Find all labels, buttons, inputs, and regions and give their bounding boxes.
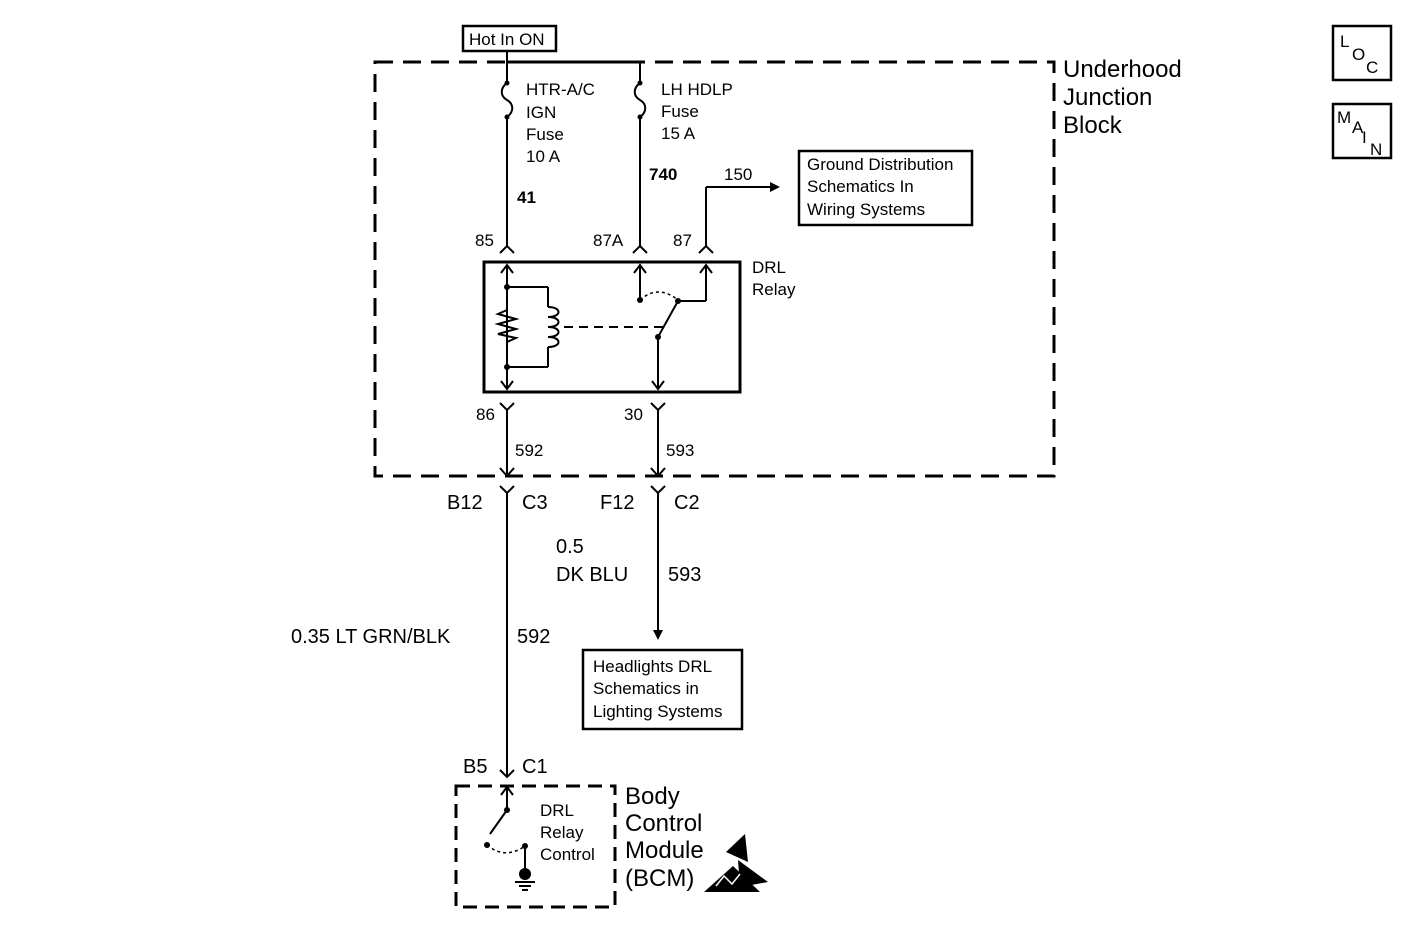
- svg-text:593: 593: [668, 564, 701, 586]
- svg-text:F12: F12: [600, 492, 634, 514]
- svg-text:Fuse: Fuse: [526, 125, 564, 144]
- svg-text:C: C: [1366, 58, 1378, 77]
- connector-labels-lower: B5 C1: [463, 756, 548, 778]
- svg-text:L: L: [1340, 32, 1349, 51]
- bcm-drl-relay-control-switch: [484, 785, 528, 872]
- svg-text:Body: Body: [625, 783, 680, 810]
- circuit-593-inner-label: 593: [666, 441, 694, 460]
- svg-text:Relay: Relay: [752, 280, 796, 299]
- svg-text:Control: Control: [625, 810, 702, 837]
- svg-text:Relay: Relay: [540, 823, 584, 842]
- svg-text:85: 85: [475, 231, 494, 250]
- relay-lower-terminal-labels: 86 30: [476, 405, 643, 424]
- svg-text:Ground Distribution: Ground Distribution: [807, 155, 953, 174]
- svg-text:Block: Block: [1063, 112, 1123, 139]
- svg-text:Underhood: Underhood: [1063, 56, 1182, 83]
- svg-text:N: N: [1370, 140, 1382, 159]
- main-nav-icon[interactable]: M A I N: [1331, 102, 1393, 160]
- svg-text:O: O: [1352, 45, 1365, 64]
- svg-text:DRL: DRL: [540, 801, 574, 820]
- bcm-box: [454, 784, 617, 909]
- headlights-drl-reference-box[interactable]: Headlights DRL Schematics in Lighting Sy…: [581, 648, 744, 731]
- relay-resistor: [494, 309, 520, 343]
- relay-upper-pins: [499, 244, 714, 254]
- svg-text:M: M: [1337, 108, 1351, 127]
- hot-in-on-label: Hot In ON: [461, 24, 558, 53]
- svg-text:Fuse: Fuse: [661, 102, 699, 121]
- underhood-junction-block-box: [373, 60, 1056, 478]
- svg-text:87: 87: [673, 231, 692, 250]
- svg-text:C2: C2: [674, 492, 700, 514]
- svg-text:I: I: [1362, 128, 1367, 147]
- circuit-150-wire: [705, 182, 780, 246]
- wire-592-label: 0.35 LT GRN/BLK 592: [291, 626, 550, 648]
- svg-text:HTR-A/C: HTR-A/C: [526, 80, 595, 99]
- htr-ac-ign-fuse: [500, 62, 514, 246]
- loc-nav-icon[interactable]: L O C: [1331, 24, 1393, 82]
- lh-hdlp-fuse: [633, 62, 647, 246]
- ground-icon: [515, 868, 535, 891]
- ground-distribution-reference-box[interactable]: Ground Distribution Schematics In Wiring…: [797, 149, 974, 227]
- htr-ac-ign-fuse-label: HTR-A/C IGN Fuse 10 A: [526, 80, 595, 166]
- drl-relay-label: DRL Relay: [752, 258, 796, 299]
- svg-text:Lighting Systems: Lighting Systems: [593, 702, 722, 721]
- svg-text:DRL: DRL: [752, 258, 786, 277]
- svg-text:Control: Control: [540, 845, 595, 864]
- svg-text:Module: Module: [625, 837, 704, 864]
- circuit-740-label: 740: [649, 165, 677, 184]
- bcm-label: Body Control Module (BCM): [625, 783, 704, 892]
- svg-text:Schematics In: Schematics In: [807, 177, 914, 196]
- svg-text:A: A: [1352, 118, 1364, 137]
- circuit-592-inner-label: 592: [515, 441, 543, 460]
- svg-text:B12: B12: [447, 492, 483, 514]
- esd-sensitive-icon: [704, 834, 768, 892]
- svg-text:592: 592: [517, 626, 550, 648]
- svg-text:B5: B5: [463, 756, 487, 778]
- svg-text:DK BLU: DK BLU: [556, 564, 628, 586]
- svg-text:10 A: 10 A: [526, 147, 561, 166]
- svg-text:86: 86: [476, 405, 495, 424]
- circuit-41-label: 41: [517, 188, 536, 207]
- svg-text:87A: 87A: [593, 231, 624, 250]
- svg-text:Junction: Junction: [1063, 84, 1152, 111]
- svg-text:0.5: 0.5: [556, 536, 584, 558]
- svg-text:Wiring Systems: Wiring Systems: [807, 200, 925, 219]
- bcm-switch-label: DRL Relay Control: [540, 801, 595, 864]
- svg-text:LH HDLP: LH HDLP: [661, 80, 733, 99]
- svg-text:0.35 LT GRN/BLK: 0.35 LT GRN/BLK: [291, 626, 451, 648]
- relay-upper-terminal-labels: 85 87A 87: [475, 231, 692, 250]
- svg-text:15 A: 15 A: [661, 124, 696, 143]
- svg-text:(BCM): (BCM): [625, 865, 694, 892]
- svg-text:Hot In ON: Hot In ON: [469, 30, 545, 49]
- drl-relay-box: [482, 260, 742, 394]
- relay-switch-circuit: [633, 263, 713, 391]
- svg-text:Headlights DRL: Headlights DRL: [593, 657, 712, 676]
- svg-text:Schematics in: Schematics in: [593, 679, 699, 698]
- underhood-junction-block-label: Underhood Junction Block: [1063, 56, 1182, 139]
- svg-text:C1: C1: [522, 756, 548, 778]
- lh-hdlp-fuse-label: LH HDLP Fuse 15 A: [661, 80, 733, 143]
- wire-593-label: 0.5 DK BLU 593: [556, 536, 701, 586]
- svg-text:IGN: IGN: [526, 103, 556, 122]
- bcm-connector: [499, 769, 515, 779]
- circuit-150-label: 150: [724, 165, 752, 184]
- relay-coil: [547, 306, 560, 348]
- svg-text:C3: C3: [522, 492, 548, 514]
- relay-lower-pins: [499, 402, 666, 478]
- svg-text:30: 30: [624, 405, 643, 424]
- connector-labels-upper: B12 C3 F12 C2: [447, 492, 700, 514]
